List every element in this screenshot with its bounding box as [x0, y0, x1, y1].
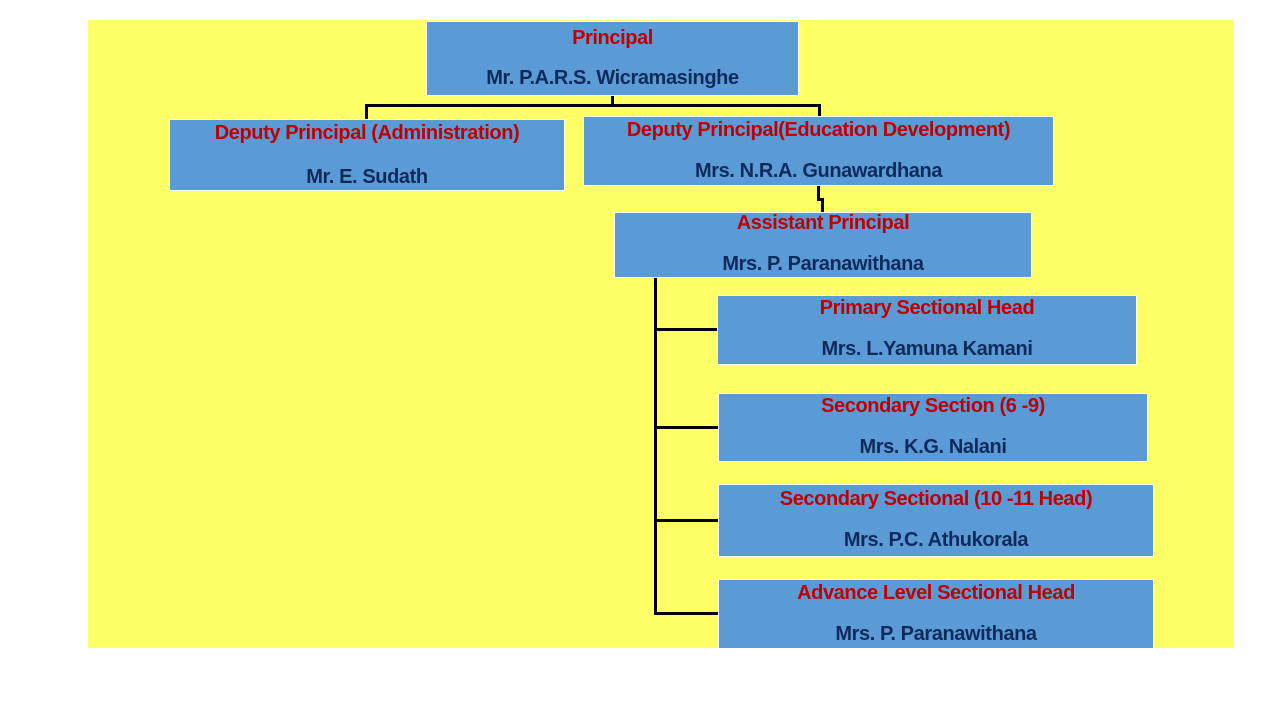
deputy-admin-title: Deputy Principal (Administration)	[214, 122, 520, 144]
principal-name: Mr. P.A.R.S. Wicramasinghe	[486, 67, 739, 89]
connector-line	[654, 328, 718, 331]
assistant-principal-name: Mrs. P. Paranawithana	[722, 253, 924, 275]
deputy-edu-title: Deputy Principal(Education Development)	[626, 119, 1011, 141]
connector-line	[365, 104, 368, 119]
section-title: Secondary Section (6 -9)	[821, 395, 1045, 417]
section-box-secondary-6-9: Secondary Section (6 -9) Mrs. K.G. Nalan…	[718, 393, 1148, 462]
deputy-edu-name: Mrs. N.R.A. Gunawardhana	[694, 160, 943, 182]
deputy-admin-name: Mr. E. Sudath	[306, 166, 428, 188]
section-name: Mrs. K.G. Nalani	[859, 436, 1007, 458]
connector-line	[611, 95, 614, 105]
assistant-principal-box: Assistant Principal Mrs. P. Paranawithan…	[614, 212, 1032, 278]
principal-title: Principal	[572, 27, 653, 49]
deputy-edu-box: Deputy Principal(Education Development) …	[583, 116, 1054, 186]
connector-line	[365, 104, 821, 107]
section-title: Advance Level Sectional Head	[797, 582, 1075, 604]
connector-line	[654, 519, 719, 522]
section-title: Secondary Sectional (10 -11 Head)	[779, 488, 1093, 510]
connector-line	[817, 185, 820, 200]
section-box-secondary-10-11: Secondary Sectional (10 -11 Head) Mrs. P…	[718, 484, 1154, 557]
principal-box: Principal Mr. P.A.R.S. Wicramasinghe	[426, 21, 799, 96]
section-name: Mrs. L.Yamuna Kamani	[821, 338, 1033, 360]
connector-line	[654, 426, 719, 429]
connector-line	[821, 198, 824, 212]
section-box-advanced-level: Advance Level Sectional Head Mrs. P. Par…	[718, 579, 1154, 649]
connector-line	[817, 198, 823, 201]
assistant-principal-title: Assistant Principal	[736, 212, 910, 234]
section-title: Primary Sectional Head	[819, 297, 1035, 319]
connector-line	[818, 104, 821, 116]
deputy-admin-box: Deputy Principal (Administration) Mr. E.…	[169, 119, 565, 191]
section-name: Mrs. P. Paranawithana	[835, 623, 1037, 645]
connector-line	[654, 612, 719, 615]
connector-line	[654, 277, 657, 615]
section-box-primary: Primary Sectional Head Mrs. L.Yamuna Kam…	[717, 295, 1137, 365]
section-name: Mrs. P.C. Athukorala	[843, 529, 1029, 551]
